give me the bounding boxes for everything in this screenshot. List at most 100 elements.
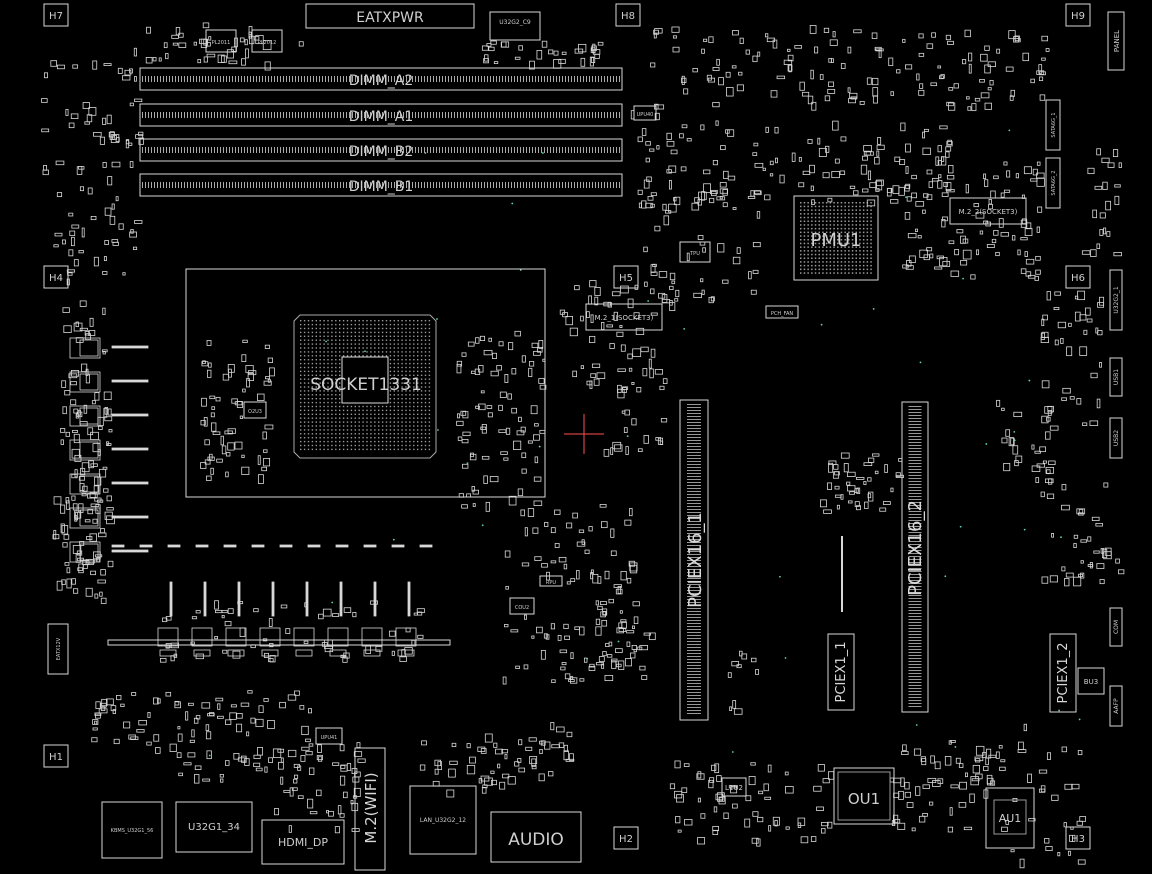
m2-wifi-slot[interactable]: M.2(WIFI) bbox=[354, 747, 386, 871]
sata-2-header[interactable]: SATA6G_2 bbox=[1045, 157, 1061, 209]
dimm-b2-slot[interactable]: DIMM_B2 bbox=[139, 138, 623, 162]
mount-hole-h6: H6 bbox=[1065, 265, 1091, 289]
svg-text:SATA6G_1: SATA6G_1 bbox=[1051, 112, 1057, 137]
eatx12v-header[interactable]: EATX12V bbox=[47, 623, 69, 675]
usb2-header[interactable]: USB2 bbox=[1109, 417, 1123, 459]
kbms-label: KBMS_U32G1_56 bbox=[111, 828, 154, 834]
au1-chip[interactable]: AU1 bbox=[985, 787, 1035, 849]
mount-hole-h5: H5 bbox=[613, 265, 639, 289]
mount-hole-h9: H9 bbox=[1065, 3, 1091, 27]
pciex1-1-label: PCIEX1_1 bbox=[834, 642, 849, 703]
svg-text:RPU: RPU bbox=[546, 580, 556, 586]
u32g2-c9-label: U32G2_C9 bbox=[499, 19, 531, 26]
mount-hole-h7: H7 bbox=[43, 3, 69, 27]
svg-text:H2: H2 bbox=[619, 834, 633, 845]
m2-1-label: M.2_1(SOCKET3) bbox=[595, 314, 654, 322]
panel-header[interactable]: PANEL bbox=[1107, 11, 1125, 71]
dimm-b1-slot[interactable]: DIMM_B1 bbox=[139, 173, 623, 197]
u32g2-1-header[interactable]: U32G2_1 bbox=[1109, 269, 1123, 331]
pl2011-inductor: PL2011 bbox=[205, 29, 237, 53]
svg-text:TPU: TPU bbox=[689, 251, 700, 257]
pl2012-inductor: PL2012 bbox=[251, 29, 283, 53]
lan-port[interactable]: LAN_U32G2_12 bbox=[409, 785, 477, 855]
svg-text:SATA6G_2: SATA6G_2 bbox=[1051, 170, 1057, 195]
socket-label: SOCKET1331 bbox=[310, 375, 422, 395]
sata-1-header[interactable]: SATA6G_1 bbox=[1045, 99, 1061, 151]
u32g1-34-label: U32G1_34 bbox=[188, 822, 240, 833]
dimm-b1-label: DIMM_B1 bbox=[349, 179, 414, 195]
mount-hole-h8: H8 bbox=[615, 3, 641, 27]
aafp-header[interactable]: AAFP bbox=[1109, 685, 1123, 727]
u32g2-c9-header[interactable]: U32G2_C9 bbox=[489, 11, 541, 41]
bu3-chip[interactable]: BU3 bbox=[1077, 667, 1105, 695]
o2u3-chip: O2U3 bbox=[243, 401, 267, 419]
mount-hole-h4: H4 bbox=[43, 265, 69, 289]
upu40-chip: UPU40 bbox=[633, 105, 657, 121]
dimm-a2-label: DIMM_A2 bbox=[349, 73, 414, 89]
svg-text:O2U3: O2U3 bbox=[248, 409, 262, 415]
audio-jack[interactable]: AUDIO bbox=[490, 811, 582, 863]
pciex16-2-slot[interactable]: PCIEX16_2 bbox=[901, 401, 929, 713]
svg-text:H7: H7 bbox=[49, 11, 63, 22]
m2-2-slot[interactable]: M.2_2(SOCKET3) bbox=[949, 197, 1027, 225]
svg-text:USB1: USB1 bbox=[1113, 369, 1120, 385]
pciex16-1-label: PCIEX16_1 bbox=[685, 512, 706, 608]
dimm-a1-label: DIMM_A1 bbox=[349, 109, 414, 125]
svg-text:PL2012: PL2012 bbox=[258, 40, 277, 46]
svg-text:AAFP: AAFP bbox=[1113, 698, 1120, 714]
mount-hole-h1: H1 bbox=[43, 744, 69, 768]
kbms-port[interactable]: KBMS_U32G1_56 bbox=[101, 801, 163, 859]
vrm-rail bbox=[107, 639, 451, 646]
component-detail-layer bbox=[41, 22, 1125, 869]
pciex16-1-slot[interactable]: PCIEX16_1 bbox=[679, 399, 709, 721]
svg-text:USB2: USB2 bbox=[1113, 430, 1120, 446]
svg-text:PL2011: PL2011 bbox=[212, 40, 231, 46]
rpu-chip: RPU bbox=[539, 575, 563, 587]
pciex1-2-slot[interactable]: PCIEX1_2 bbox=[1049, 633, 1077, 713]
dimm-b2-label: DIMM_B2 bbox=[349, 144, 414, 160]
usb1-header[interactable]: USB1 bbox=[1109, 357, 1123, 397]
cpu-socket[interactable]: SOCKET1331 bbox=[185, 268, 546, 498]
svg-text:H6: H6 bbox=[1071, 273, 1085, 284]
u32g1-34-port[interactable]: U32G1_34 bbox=[175, 801, 253, 853]
crosshair-cursor-icon bbox=[564, 414, 604, 454]
au1-label: AU1 bbox=[999, 812, 1022, 825]
svg-text:COU2: COU2 bbox=[515, 605, 529, 611]
l1u2-chip: L1U2 bbox=[721, 777, 747, 797]
svg-text:H1: H1 bbox=[49, 752, 63, 763]
svg-text:L1U2: L1U2 bbox=[725, 784, 743, 792]
pciex1-1-slot[interactable]: PCIEX1_1 bbox=[827, 633, 855, 711]
m2-1-slot[interactable]: M.2_1(SOCKET3) bbox=[585, 303, 663, 331]
eatxpwr-connector[interactable]: EATXPWR bbox=[305, 3, 475, 29]
upu41-chip: UPU41 bbox=[315, 727, 343, 745]
svg-text:H8: H8 bbox=[621, 11, 635, 22]
mount-hole-h2: H2 bbox=[613, 826, 639, 850]
tpu-chip: TPU bbox=[679, 241, 711, 263]
eatxpwr-label: EATXPWR bbox=[356, 10, 424, 26]
svg-text:H4: H4 bbox=[49, 273, 63, 284]
svg-text:PANEL: PANEL bbox=[1113, 30, 1121, 52]
dimm-a2-slot[interactable]: DIMM_A2 bbox=[139, 67, 623, 91]
m2-wifi-label: M.2(WIFI) bbox=[362, 772, 380, 843]
pch-fan-header[interactable]: PCH_FAN bbox=[765, 305, 799, 319]
svg-text:H5: H5 bbox=[619, 273, 633, 284]
hdmi-dp-label: HDMI_DP bbox=[278, 836, 328, 849]
bu3-label: BU3 bbox=[1084, 678, 1098, 686]
lan-label: LAN_U32G2_12 bbox=[420, 817, 466, 824]
ou1-chip[interactable]: OU1 bbox=[833, 767, 895, 825]
dimm-a1-slot[interactable]: DIMM_A1 bbox=[139, 103, 623, 127]
pmu1-chipset[interactable]: PMU1 bbox=[793, 195, 879, 281]
svg-text:H3: H3 bbox=[1071, 834, 1085, 845]
com-header[interactable]: COM bbox=[1109, 607, 1123, 647]
pciex1-2-label: PCIEX1_2 bbox=[1056, 643, 1071, 704]
ou1-label: OU1 bbox=[848, 790, 880, 808]
hdmi-dp-port[interactable]: HDMI_DP bbox=[261, 819, 345, 865]
m2-2-label: M.2_2(SOCKET3) bbox=[959, 208, 1018, 216]
svg-text:PCH_FAN: PCH_FAN bbox=[771, 311, 794, 317]
cou2-chip: COU2 bbox=[509, 597, 535, 615]
pmu1-label: PMU1 bbox=[810, 230, 861, 251]
svg-text:EATX12V: EATX12V bbox=[56, 637, 62, 660]
svg-text:U32G2_1: U32G2_1 bbox=[1113, 286, 1120, 313]
svg-text:H9: H9 bbox=[1071, 11, 1085, 22]
